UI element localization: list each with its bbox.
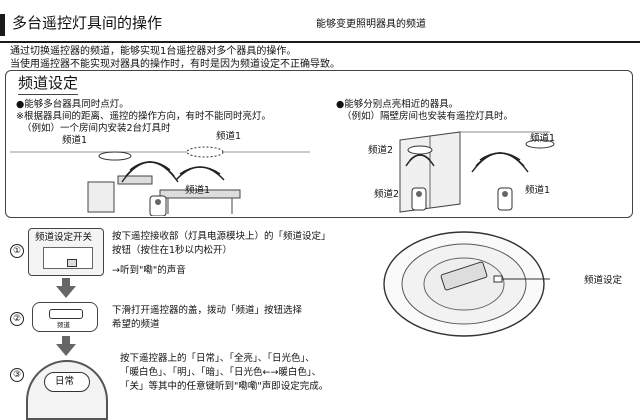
receiver-module: 频道设定开关 [28, 228, 104, 276]
remote-top: 日常 [26, 360, 108, 420]
step-2-number: ② [10, 312, 24, 326]
daily-button[interactable] [44, 372, 90, 392]
step-3-line-3: 「关」等其中的任意键听到"嘞嘞"声即设定完成。 [120, 381, 329, 392]
page-title: 多台遥控灯具间的操作 [12, 14, 163, 32]
step-1-number: ① [10, 244, 24, 258]
intro-line-2: 当使用遥控器不能实现对器具的操作时，有时是因为频道设定不正确导致。 [10, 59, 340, 70]
step-3-line-2: 「暖白色」、「明」、「暗」、「日光色←→暖白色」、 [120, 367, 322, 378]
receiver-panel [43, 247, 93, 269]
ceiling-fixture-illustration [383, 231, 550, 337]
left-example: （例如）一个房间内安装2台灯具时 [22, 123, 171, 134]
left-bullet: ●能够多台器具同时点灯。 [16, 99, 129, 110]
remote-channel-slot: 频道 [32, 302, 98, 332]
arrow-2-down-icon [56, 344, 76, 356]
arrow-1-down-icon [56, 286, 76, 298]
right-label-ch2-a: 频道2 [368, 145, 394, 156]
channel-setting-button[interactable] [67, 259, 77, 267]
arrow-1-stem [62, 278, 70, 286]
right-example: （例如）隔壁房间也安装有遥控灯具时。 [342, 111, 514, 122]
left-label-ch1-a: 频道1 [62, 135, 88, 146]
fixture-channel-label: 频道设定 [584, 275, 623, 286]
daily-button-label: 日常 [55, 376, 75, 387]
left-label-ch1-b: 频道1 [216, 131, 242, 142]
right-label-ch1-a: 频道1 [530, 133, 556, 144]
channel-setting-panel [5, 70, 633, 218]
channel-slider[interactable] [49, 309, 83, 319]
step-2-line-1: 下滑打开遥控器的盖，拨动「频道」按钮选择 [112, 305, 303, 316]
step-2-line-2: 希望的频道 [112, 319, 160, 330]
adjacent-room-illustration [399, 131, 555, 213]
channel-slider-label: 频道 [57, 321, 70, 329]
channel-switch-label: 频道设定开关 [35, 232, 93, 243]
header-divider [0, 41, 640, 43]
right-bullet: ●能够分别点亮相近的器具。 [336, 99, 459, 110]
step-3-line-1: 按下遥控器上的「日常」、「全亮」、「日光色」、 [120, 353, 315, 364]
left-label-ch1-c: 频道1 [185, 185, 211, 196]
right-label-ch2-b: 频道2 [374, 189, 400, 200]
left-note: ※根据器具间的距离、遥控的操作方向，有时不能同时亮灯。 [16, 111, 271, 122]
panel-title-underline [18, 94, 78, 95]
step-1-line-2: 按钮（按住在1秒以内松开） [112, 245, 233, 256]
intro-line-1: 通过切换遥控器的频道，能够实现1台遥控器对多个器具的操作。 [10, 46, 297, 57]
page-subtitle: 能够变更照明器具的频道 [316, 19, 426, 30]
step-3-number: ③ [10, 368, 24, 382]
panel-title: 频道设定 [18, 74, 79, 92]
same-room-illustration [10, 146, 310, 216]
arrow-2-stem [62, 336, 70, 344]
header-accent-bar [0, 14, 5, 36]
step-1-line-1: 按下遥控接收部（灯具电源模块上）的「频道设定」 [112, 231, 331, 242]
step-1-line-3: →听到"嘞"的声音 [112, 265, 186, 276]
right-label-ch1-b: 频道1 [525, 185, 551, 196]
